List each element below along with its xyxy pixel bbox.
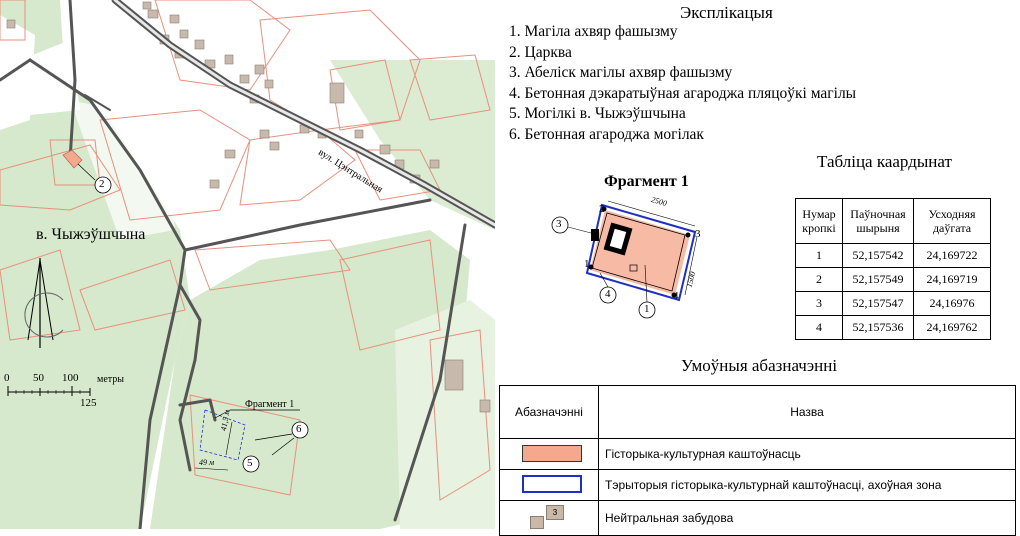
building-badge: 3 [546, 505, 564, 520]
legend-header: Назва [598, 385, 1016, 439]
point-2: 2 [599, 203, 605, 215]
table-cell: 52,157547 [842, 291, 914, 316]
explication-item: 6. Бетонная агароджа могілак [509, 125, 704, 143]
table-cell: 1 [795, 243, 843, 268]
table-cell: 52,157542 [842, 243, 914, 268]
table-row: 4 52,157536 24,169762 [795, 315, 991, 340]
callout-3: 3 [556, 218, 562, 230]
coords-header: Нумар кропкі [795, 198, 843, 244]
fragment-title: Фрагмент 1 [604, 173, 689, 190]
explication-item: 3. Абеліск магілы ахвяр фашызму [509, 64, 733, 81]
map-panel: в. Чыжэўшчына вул. Цэнтральная Фрагмент … [0, 0, 499, 531]
coords-table-title: Табліца каардынат [817, 152, 952, 171]
village-label: в. Чыжэўшчына [36, 226, 146, 243]
table-row: 2 52,157549 24,169719 [795, 267, 991, 292]
marker-6 [291, 421, 309, 439]
explication-item: 4. Бетонная дэкаратыўная агароджа пляцоў… [509, 84, 857, 102]
green-area [0, 0, 190, 529]
table-cell: 52,157549 [842, 267, 914, 292]
legend-header: Абазначэнні [499, 385, 599, 439]
table-cell: 24,169722 [913, 243, 991, 268]
marker-5 [242, 455, 260, 473]
green-area [395, 300, 495, 529]
scale-50: 50 [33, 372, 44, 384]
coords-header: Паўночная шырыня [842, 198, 914, 244]
info-panel: Эксплікацыя 1. Магіла ахвяр фашызму 2. Ц… [495, 0, 1020, 536]
explication-item: 1. Магіла ахвяр фашызму [509, 23, 678, 40]
coords-header: Усходняя даўгата [913, 198, 991, 244]
legend-row: Гісторыка-культурная каштоўнасць [499, 438, 1016, 470]
table-row: 1 52,157542 24,169722 [795, 243, 991, 268]
table-cell: 24,169762 [913, 315, 991, 340]
legend-title: Умоўныя абазначэнні [681, 356, 838, 375]
heritage-swatch [522, 445, 582, 462]
scale-0: 0 [4, 372, 10, 384]
table-cell: 2 [795, 267, 843, 292]
buildings [6, 1, 491, 413]
table-cell: 52,157536 [842, 315, 914, 340]
roads [0, 0, 499, 531]
green-area [330, 60, 495, 230]
fragment-map-label: Фрагмент 1 [245, 399, 295, 410]
marker-2-label: 2 [99, 178, 105, 190]
scale-bar [7, 386, 91, 396]
north-arrow-icon [24, 258, 64, 348]
legend-row: Тэрыторыя гісторыка-культурнай каштоўнас… [499, 469, 1016, 501]
explication-item: 5. Могілкі в. Чыжэўшчына [509, 105, 686, 122]
legend-symbol [499, 438, 599, 470]
building-swatch [530, 516, 544, 529]
marker-2 [94, 176, 112, 194]
green-area [150, 230, 470, 529]
marker-5-label: 5 [247, 457, 253, 469]
legend-symbol [499, 469, 599, 501]
marker-6-label: 6 [296, 423, 302, 435]
legend-symbol: 3 [499, 500, 599, 536]
legend-table: Абазначэнні Назва Гісторыка-культурная к… [499, 385, 1016, 536]
fragment-drawing [551, 200, 698, 319]
legend-row: 3 Нейтральная забудова [499, 500, 1016, 536]
table-cell: 4 [795, 315, 843, 340]
zone-swatch [522, 475, 582, 493]
heritage-site-outline [199, 409, 246, 461]
point-1: 1 [584, 258, 590, 270]
point-4: 4 [673, 290, 679, 302]
explication-item: 2. Царква [509, 43, 572, 61]
coords-table: Нумар кропкі Паўночная шырыня Усходняя д… [795, 198, 991, 340]
explication-list: 1. Магіла ахвяр фашызму 2. Царква 3. Абе… [509, 22, 856, 145]
church-building [62, 149, 83, 169]
explication-title: Эксплікацыя [680, 3, 773, 22]
table-row: 3 52,157547 24,16976 [795, 291, 991, 316]
scale-125: 125 [80, 397, 97, 409]
table-cell: 24,169719 [913, 267, 991, 292]
callout-4: 4 [605, 288, 611, 300]
table-cell: 24,16976 [913, 291, 991, 316]
map-canvas [0, 0, 499, 531]
scale-unit: метры [97, 374, 124, 385]
scale-100: 100 [62, 372, 79, 384]
callout-1: 1 [644, 303, 650, 315]
table-cell: 3 [795, 291, 843, 316]
legend-name: Нейтральная забудова [598, 500, 1016, 536]
legend-name: Гісторыка-культурная каштоўнасць [598, 438, 1016, 470]
legend-name: Тэрыторыя гісторыка-культурнай каштоўнас… [598, 469, 1016, 501]
point-3: 3 [695, 228, 701, 240]
dim-49m: 49 м [199, 458, 215, 467]
